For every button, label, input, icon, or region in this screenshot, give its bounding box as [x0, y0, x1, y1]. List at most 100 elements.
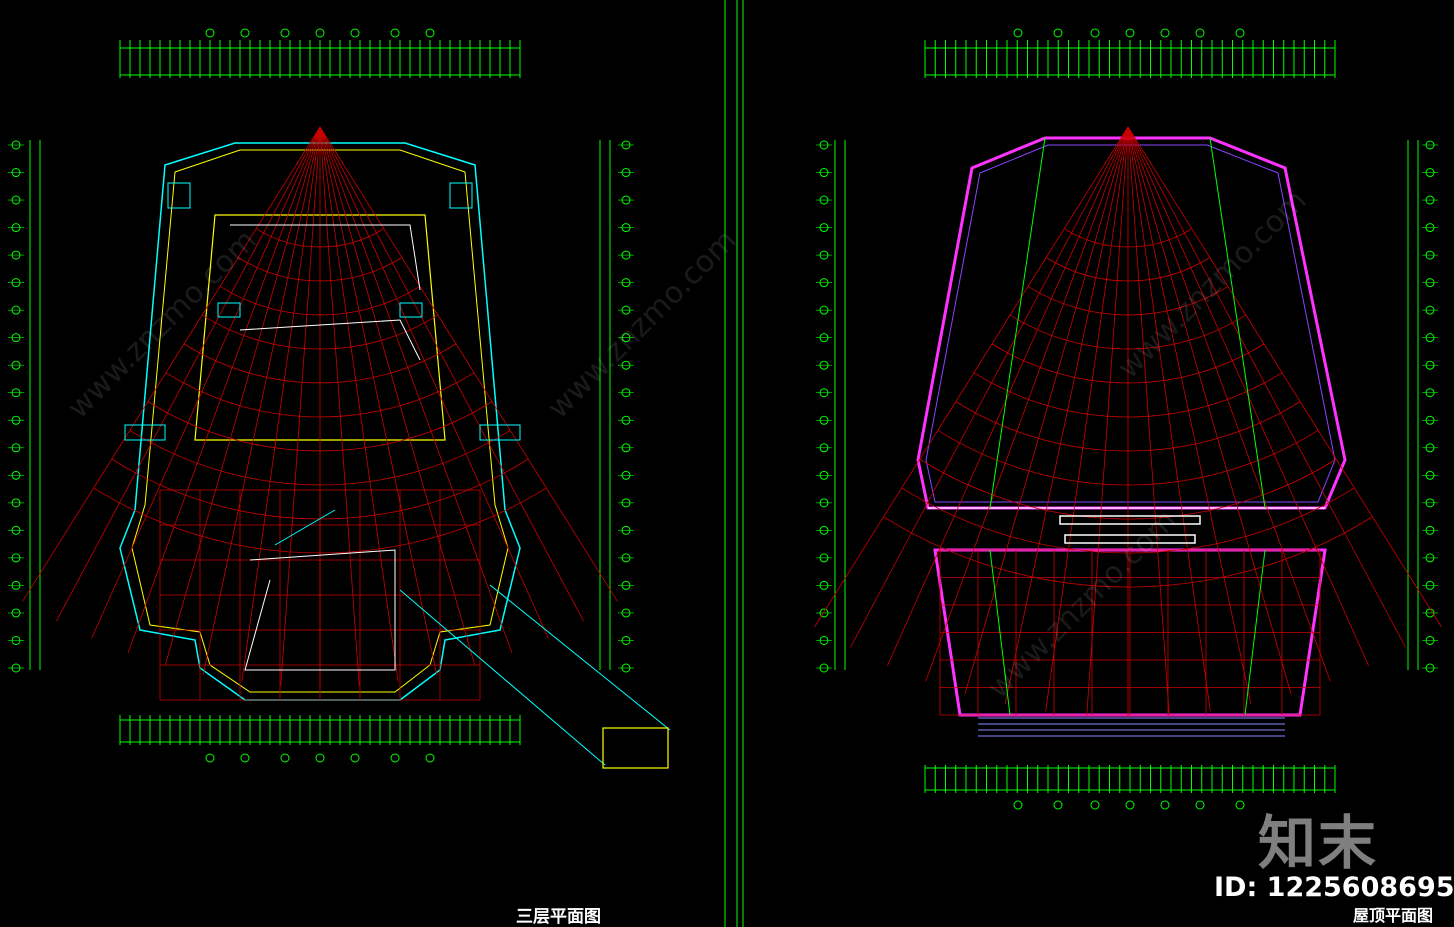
seating-arc: [165, 372, 475, 418]
seating-arc: [1009, 314, 1247, 350]
axis-bubble: [1235, 800, 1245, 810]
radial-line: [1086, 126, 1129, 716]
axis-bubble: [315, 753, 325, 763]
radial-line: [1127, 126, 1252, 705]
radial-line: [319, 126, 549, 639]
axis-bubble: [390, 753, 400, 763]
axis-bubble: [1160, 800, 1170, 810]
seating-arc: [883, 516, 1373, 588]
axis-bubble: [280, 28, 290, 38]
radial-line: [849, 126, 1129, 648]
radial-line: [202, 126, 321, 675]
axis-bubble: [1090, 28, 1100, 38]
seating-arc: [955, 401, 1301, 452]
radial-line: [1127, 126, 1331, 682]
axis-bubble: [350, 753, 360, 763]
seating-arc: [237, 257, 403, 282]
seating-arc: [1064, 228, 1192, 248]
dimension-ticks-bottom: [119, 715, 521, 763]
axis-bubble: [1160, 28, 1170, 38]
radial-line: [127, 126, 321, 654]
radial-line: [56, 126, 321, 622]
seating-arc: [256, 228, 384, 248]
radial-line: [964, 126, 1129, 695]
seating-arc: [1045, 257, 1211, 282]
radial-line: [319, 126, 360, 686]
radial-line: [887, 126, 1129, 666]
third-floor-plan: [8, 28, 671, 769]
roof-plan-title: 屋顶平面图: [1353, 906, 1434, 925]
radial-line: [1127, 126, 1292, 695]
stair-icon: [124, 182, 521, 441]
radial-line: [319, 126, 476, 666]
axis-bubble: [1195, 800, 1205, 810]
axis-bubble: [240, 28, 250, 38]
radial-line: [1127, 126, 1407, 648]
axis-bubble: [280, 753, 290, 763]
axis-bubble: [1195, 28, 1205, 38]
roof-green-lines: [989, 137, 1266, 716]
seating-arc: [973, 372, 1283, 418]
radial-line: [319, 126, 399, 682]
seating-arc: [201, 314, 439, 350]
radial-line: [164, 126, 321, 666]
axis-bubble: [1053, 28, 1063, 38]
radial-line: [319, 126, 513, 654]
seating-arc: [991, 343, 1265, 384]
radial-line: [925, 126, 1129, 682]
dimension-line-right: [1407, 140, 1419, 670]
sheet-divider: [724, 0, 744, 927]
axis-bubble: [1125, 800, 1135, 810]
dimension-ticks-bottom: [924, 765, 1336, 810]
radial-line: [280, 126, 321, 686]
radial-line: [241, 126, 321, 682]
radial-line: [91, 126, 321, 639]
seating-arc: [901, 487, 1355, 554]
room-grid: [159, 489, 481, 701]
radial-line: [319, 126, 618, 602]
axis-bubble: [205, 28, 215, 38]
grid-axis-bubbles: [816, 140, 1438, 673]
axis-bubble: [240, 753, 250, 763]
seating-arc: [129, 429, 511, 486]
dimension-ticks-top: [924, 28, 1336, 78]
watermark-logo: 知末: [1258, 809, 1379, 877]
axis-bubble: [1090, 800, 1100, 810]
detail-callout: [274, 509, 671, 766]
axis-bubble: [425, 28, 435, 38]
seating-arc: [183, 343, 457, 384]
axis-bubble: [425, 753, 435, 763]
axis-bubble: [1235, 28, 1245, 38]
radial-line: [319, 126, 584, 622]
roof-steps: [978, 717, 1285, 737]
axis-bubble: [315, 28, 325, 38]
axis-bubble: [390, 28, 400, 38]
svg-text:www.znzmo.com: www.znzmo.com: [541, 223, 744, 426]
auditorium-outline: [194, 214, 446, 441]
seating-arc: [219, 285, 421, 316]
axis-bubble: [1013, 28, 1023, 38]
radial-line: [319, 126, 438, 675]
dimension-line-left: [834, 140, 846, 670]
radial-line: [1045, 126, 1129, 712]
axis-bubble: [1013, 800, 1023, 810]
radial-line: [1127, 126, 1211, 712]
roof-edge: [916, 136, 1347, 510]
roof-plan: [814, 28, 1442, 810]
radial-line: [1127, 126, 1170, 716]
axis-bubble: [1053, 800, 1063, 810]
dimension-ticks-top: [119, 28, 521, 78]
seating-arc: [937, 429, 1319, 486]
axis-bubble: [205, 753, 215, 763]
radial-line: [814, 126, 1129, 628]
seating-arc: [1027, 285, 1229, 316]
seating-arc: [147, 401, 493, 452]
third-floor-plan-title: 三层平面图: [516, 907, 601, 927]
svg-text:www.znzmo.com: www.znzmo.com: [1111, 183, 1314, 386]
radial-line: [1127, 126, 1442, 628]
axis-bubble: [1125, 28, 1135, 38]
radial-line: [1004, 126, 1129, 705]
radial-line: [22, 126, 321, 602]
dimension-line-right: [599, 140, 611, 670]
